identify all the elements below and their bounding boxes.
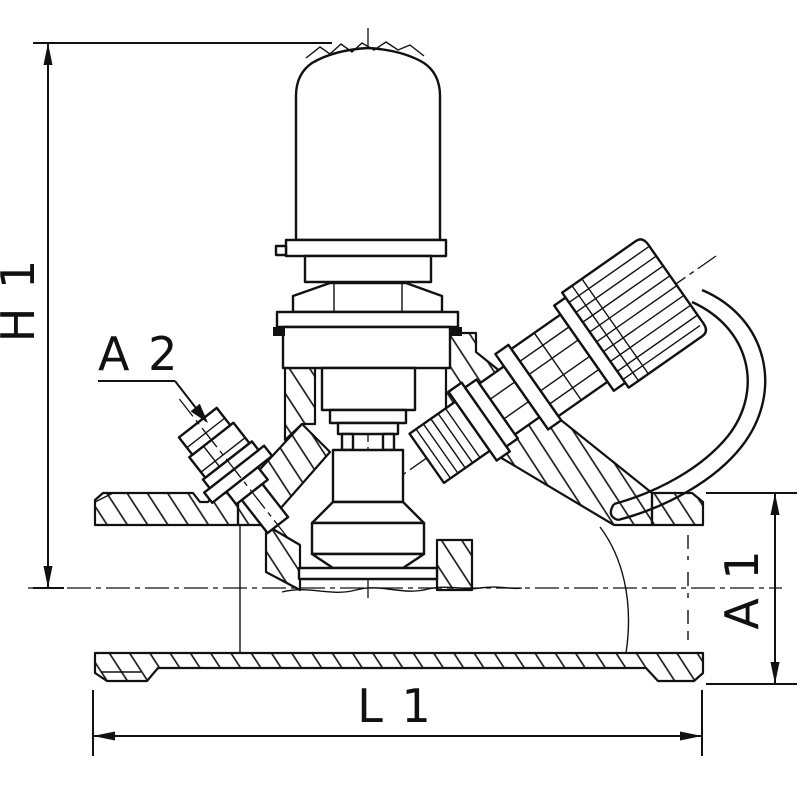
bonnet-neck	[303, 254, 433, 284]
spacer-line	[503, 401, 530, 420]
a1-arrow-up	[770, 493, 780, 515]
measuring-port	[408, 238, 708, 485]
cap-strap	[609, 288, 767, 522]
cap-cross-line	[581, 278, 649, 375]
stem-post-left	[340, 432, 355, 452]
plug-body	[331, 448, 405, 504]
a2-axis-centerline	[178, 398, 290, 540]
l1-arrow-right	[680, 731, 702, 741]
a2-leader-arrow	[190, 403, 208, 423]
insert-thread-lines	[415, 408, 481, 479]
l1-arrow-left	[93, 731, 115, 741]
plug-taper	[310, 552, 426, 570]
plug-cone	[310, 500, 426, 525]
o-ring-seal-right	[450, 327, 462, 336]
h1-label: H 1	[0, 258, 45, 342]
stem-post-right	[381, 432, 396, 452]
protection-cap	[294, 46, 442, 242]
l1-label: L 1	[357, 679, 433, 733]
a2-body-line	[202, 445, 221, 468]
label-a2-leader: A 2	[98, 327, 208, 423]
measuring-port-assembly	[408, 238, 767, 522]
a2-label: A 2	[98, 327, 179, 381]
h1-arrow-down	[43, 566, 53, 588]
a1-arrow-down	[770, 662, 780, 684]
cap-collar-tab	[274, 244, 288, 257]
bonnet-flange	[281, 325, 452, 370]
test-port-a2	[177, 398, 290, 540]
seat-bridge-right	[435, 538, 474, 592]
strap-inner-curve	[613, 300, 749, 506]
dimension-l1: L 1	[92, 679, 703, 756]
cap-collar	[284, 238, 448, 258]
strap-outer-curve	[617, 288, 767, 522]
cap-cross-line	[571, 285, 640, 382]
o-ring-seal-left	[273, 327, 285, 336]
cylinder-cross-line	[533, 332, 582, 401]
right-transition-curve	[599, 526, 630, 654]
stem-step	[328, 408, 408, 425]
plug-disc	[310, 521, 426, 556]
dimension-a1: A 1	[706, 492, 797, 685]
bonnet-stack	[273, 41, 462, 370]
seat-bridge-left	[264, 523, 302, 592]
dimension-h1: H 1	[0, 42, 332, 589]
bonnet-hex-nut	[291, 281, 444, 314]
a1-label: A 1	[715, 548, 769, 629]
h1-arrow-up	[43, 43, 53, 65]
bottom-wall	[93, 651, 705, 683]
embossed-logo-icon	[305, 41, 425, 59]
strap-end-cap	[609, 503, 619, 522]
knurl-lines	[568, 246, 701, 381]
cylinder-lines	[519, 326, 600, 405]
stem-guide-block	[320, 366, 417, 412]
bonnet-washer	[275, 310, 460, 329]
thread-chamfer-line	[94, 492, 114, 503]
spacer-line	[489, 381, 516, 400]
stem-collar	[336, 421, 400, 436]
flow-break-line	[281, 586, 523, 593]
valve-trim	[281, 366, 523, 593]
seat-plate	[297, 566, 439, 581]
